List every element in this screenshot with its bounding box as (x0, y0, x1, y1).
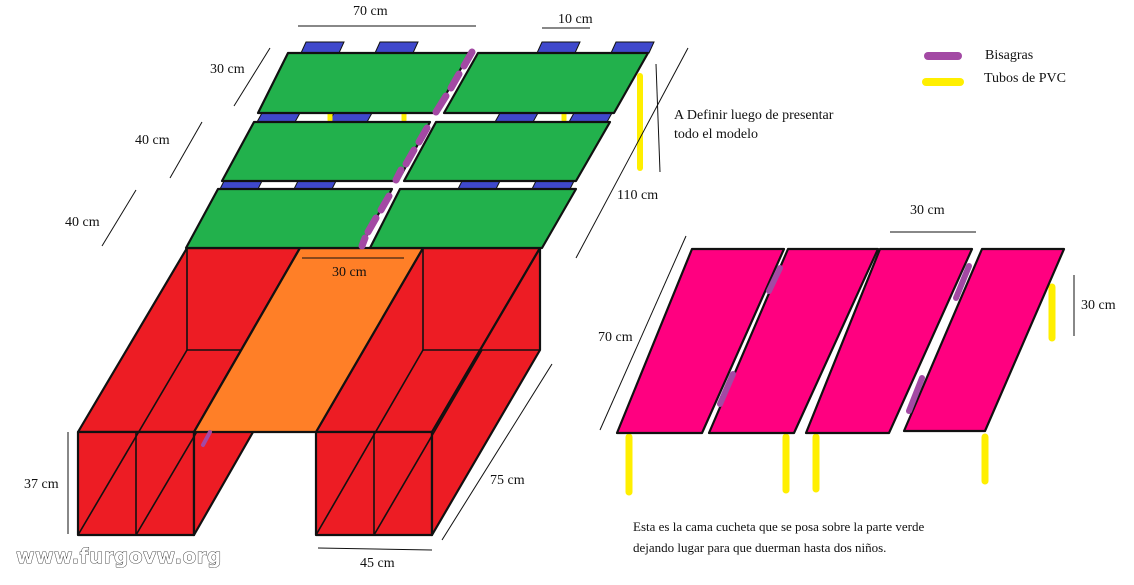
slat (219, 180, 263, 190)
hinge-mark (415, 124, 431, 146)
bunk-hinges (717, 263, 972, 414)
slat (568, 112, 613, 123)
dim-line-define-later (655, 63, 661, 173)
label-top-width: 70 cm (353, 4, 388, 19)
note-bunk-1: Esta es la cama cucheta que se posa sobr… (633, 519, 925, 534)
board-mid-right (402, 120, 612, 183)
slat (374, 41, 419, 54)
label-total-length: 110 cm (617, 188, 658, 203)
label-bunk-length: 70 cm (598, 330, 633, 345)
label-side-length: 75 cm (490, 473, 525, 488)
board-top-right (442, 51, 650, 115)
legend-label-pvc: Tubos de PVC (984, 71, 1066, 86)
hinge-mark (447, 70, 463, 92)
label-slat-width: 10 cm (558, 12, 593, 27)
green-boards (184, 51, 650, 250)
pvc-stubs (327, 111, 567, 123)
hinge-mark (402, 146, 418, 168)
bunk-hinge-mark (953, 263, 972, 301)
center-hinges (358, 48, 476, 250)
hinge-mark (377, 192, 393, 214)
dimension-lines (67, 25, 689, 551)
slat (328, 112, 373, 123)
hinge-mark (364, 214, 380, 236)
bunk-plank-3 (804, 247, 974, 435)
bunk-hinge-mark (906, 375, 925, 414)
slat (531, 180, 575, 190)
bunk-bed (615, 247, 1066, 496)
bunk-hinge-mark (717, 371, 736, 407)
label-bunk-leg-height: 30 cm (1081, 298, 1116, 313)
bunk-legs (625, 283, 1056, 496)
label-center-width: 30 cm (332, 265, 367, 280)
hinge-mark (392, 166, 405, 184)
bunk-plank-2 (707, 247, 880, 435)
board-low-right (368, 187, 578, 250)
label-height: 37 cm (24, 477, 59, 492)
label-bunk-plank-width: 30 cm (910, 203, 945, 218)
slat (300, 41, 345, 54)
bunk-planks (615, 247, 1066, 435)
dim-line-bunk-length (599, 235, 687, 431)
slat (293, 180, 337, 190)
label-board-depth-top: 30 cm (210, 62, 245, 77)
slat (256, 112, 301, 123)
dim-line-side-length (441, 363, 553, 541)
dim-line-board-mid (169, 121, 203, 179)
dim-line-total-length (575, 47, 689, 259)
bunk-plank-4 (902, 247, 1066, 433)
hinge-mark (432, 92, 450, 116)
bunk-hinge-mark (766, 265, 783, 294)
bunk-plank-1 (615, 247, 786, 435)
label-board-depth-low: 40 cm (65, 215, 100, 230)
right-box-hidden-edge (315, 349, 424, 536)
note-define-later-2: todo el modelo (674, 127, 758, 142)
dim-line-side-width (317, 547, 433, 551)
note-bunk-2: dejando lugar para que duerman hasta dos… (633, 540, 886, 555)
label-side-width: 45 cm (360, 556, 395, 571)
center-hinge-mark (201, 430, 212, 447)
legend: Bisagras Tubos de PVC (922, 48, 1066, 86)
note-define-later-1: A Definir luego de presentar (674, 108, 834, 123)
dim-line-board-top (233, 47, 271, 107)
watermark-text: www.furgovw.org (16, 544, 222, 568)
label-board-depth-mid: 40 cm (135, 133, 170, 148)
dim-line-board-low (101, 189, 137, 247)
slat (494, 112, 539, 123)
hinge-mark (460, 48, 476, 70)
right-box-floor-divider (373, 349, 483, 536)
hinge-mark (358, 234, 369, 250)
slat (610, 41, 655, 54)
left-box-hidden-edge (77, 349, 188, 536)
legend-label-hinges: Bisagras (985, 48, 1033, 63)
slat (457, 180, 501, 190)
slat (536, 41, 581, 54)
